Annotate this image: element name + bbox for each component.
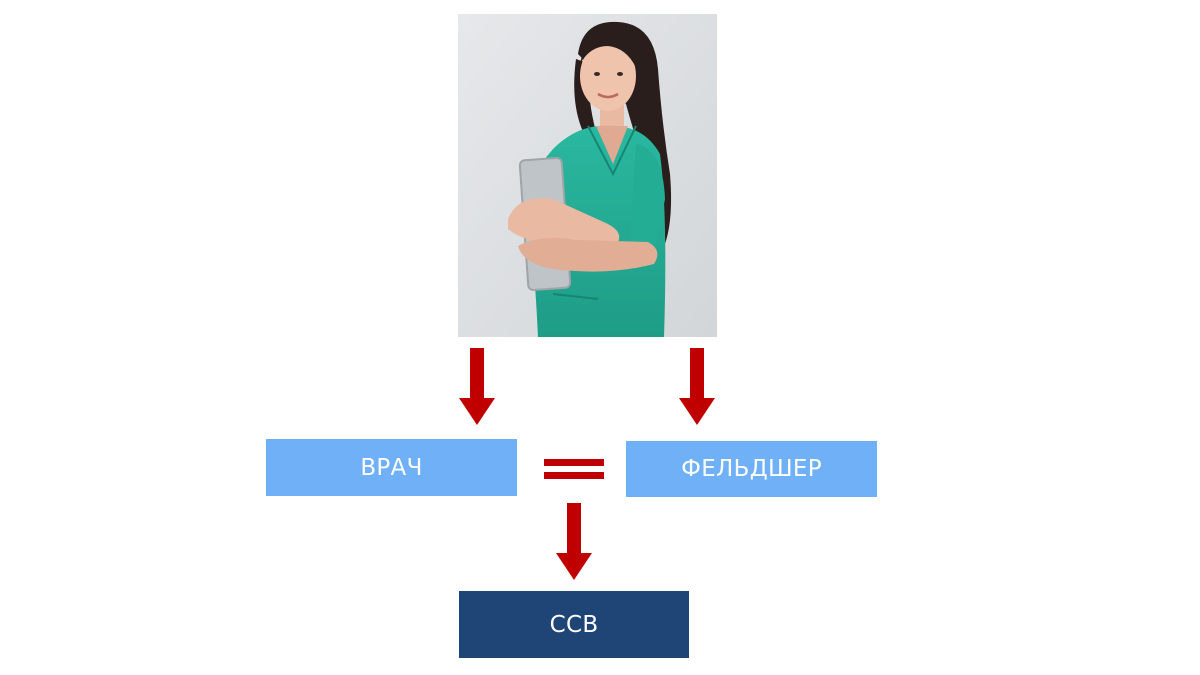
node-feldsher: ФЕЛЬДШЕР <box>626 441 877 497</box>
arrow-to-feldsher <box>679 348 715 425</box>
arrow-to-vrach <box>459 348 495 425</box>
arrow-to-ssv <box>556 503 592 580</box>
node-vrach-label: ВРАЧ <box>360 454 423 481</box>
node-ssv: ССВ <box>459 591 689 658</box>
medical-worker-photo <box>458 14 717 337</box>
node-ssv-label: ССВ <box>549 611 599 638</box>
node-feldsher-label: ФЕЛЬДШЕР <box>681 456 822 482</box>
node-vrach: ВРАЧ <box>266 439 517 496</box>
down-arrow-icon <box>679 348 715 425</box>
down-arrow-icon <box>459 348 495 425</box>
equals-icon-top-bar <box>544 459 604 466</box>
equals-icon-bottom-bar <box>544 472 604 479</box>
down-arrow-icon <box>556 503 592 580</box>
